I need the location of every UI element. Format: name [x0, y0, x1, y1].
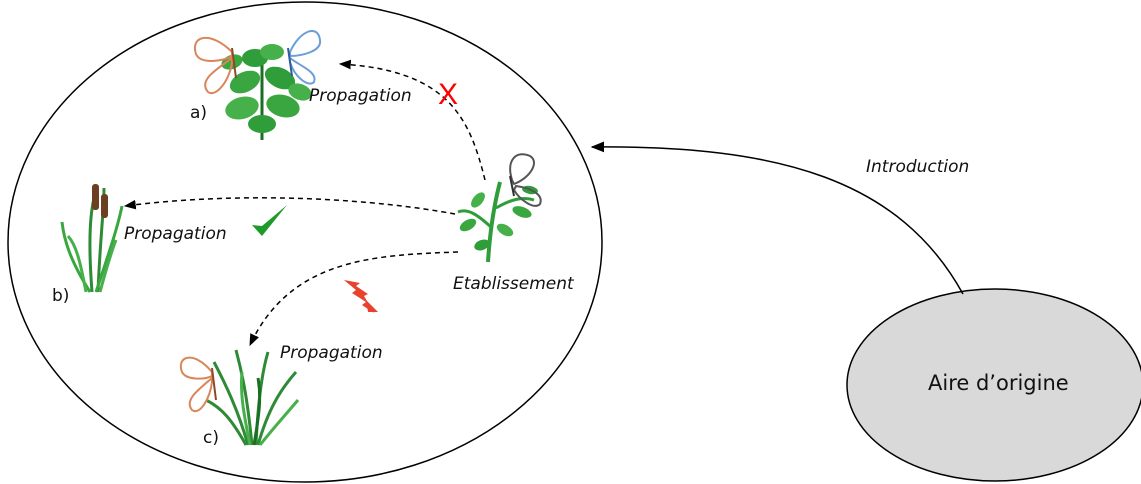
branch-a-letter: a): [190, 103, 208, 123]
plant-c-grass-icon: [205, 349, 300, 446]
green-check-icon: [252, 205, 287, 236]
introduction-label: Introduction: [866, 157, 970, 177]
branch-a-propagation-label: Propagation: [309, 86, 412, 106]
branch-b-propagation-label: Propagation: [124, 224, 227, 244]
origin-area-ellipse: [846, 288, 1141, 482]
origin-area-label: Aire d’origine: [928, 371, 1069, 395]
established-plant-icon: [457, 181, 538, 263]
establishment-label: Etablissement: [453, 274, 574, 294]
propagation-arrow-c: [249, 251, 459, 347]
blue-butterfly-icon-a: [287, 29, 322, 85]
plant-b-cattail-icon: [60, 184, 124, 293]
red-x-icon: X: [438, 78, 458, 111]
branch-c-propagation-label: Propagation: [280, 343, 383, 363]
branch-b-letter: b): [52, 286, 70, 306]
propagation-arrow-a: [338, 59, 486, 181]
branch-c-letter: c): [203, 428, 219, 448]
red-down-zigzag-arrow-icon: [344, 280, 378, 313]
introduced-range-ellipse: [7, 1, 603, 483]
orange-butterfly-icon-a: [193, 36, 237, 95]
plant-a-shrub-icon: [221, 44, 312, 140]
propagation-arrow-b: [123, 197, 456, 215]
introduction-arrow: [590, 141, 964, 295]
gray-butterfly-icon: [509, 153, 542, 207]
orange-butterfly-icon-c: [179, 356, 217, 413]
